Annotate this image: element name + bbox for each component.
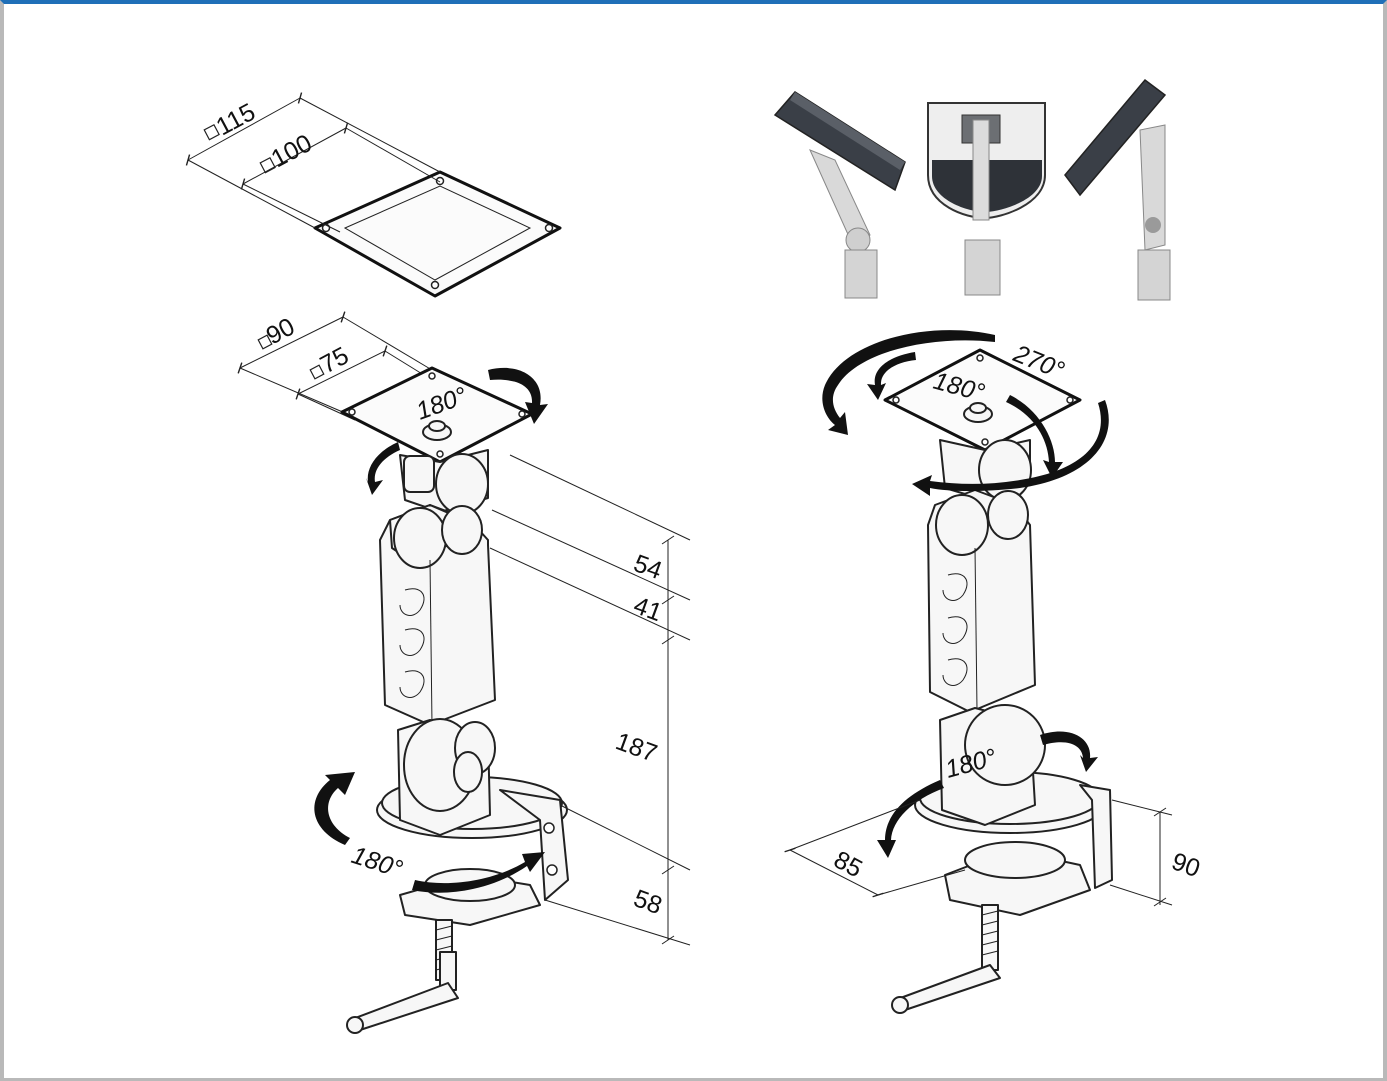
- rotation-arrows-right: [822, 330, 1109, 858]
- base-joint-right: [914, 704, 1106, 834]
- dim-label-90-vesa: 90: [262, 313, 300, 351]
- left-figure: 115 100 90 75: [185, 92, 691, 1034]
- head-joint: [399, 449, 489, 515]
- dim-label-187: 187: [612, 727, 661, 768]
- photo-left-tilted-monitor: [773, 91, 906, 299]
- dim-label-54: 54: [630, 549, 666, 585]
- photo-right-tilted-monitor: [1064, 78, 1171, 301]
- base-joint: [376, 718, 568, 839]
- height-dimensions: [489, 454, 691, 946]
- arm-right: [927, 489, 1036, 713]
- dim-label-85: 85: [829, 846, 867, 884]
- head-joint-right: [939, 439, 1032, 501]
- photo-strip: [773, 78, 1171, 301]
- arm: [379, 504, 496, 726]
- rotation-arrows-left: [314, 367, 548, 893]
- right-figure: 270° 180° 180° 85 90: [784, 330, 1204, 1014]
- dim-label-90-clamp: 90: [1168, 847, 1204, 883]
- head-plate-right: [883, 348, 1082, 452]
- dim-label-58: 58: [630, 884, 666, 920]
- angle-label-base-left: 180°: [348, 841, 406, 884]
- dim-label-75: 75: [316, 342, 354, 380]
- clamp-right: [891, 784, 1113, 1014]
- vesa-plate-large: [313, 170, 562, 298]
- dim-label-41: 41: [630, 591, 666, 627]
- clamp-dimensions: [784, 799, 1173, 907]
- photo-front-view-monitor: [927, 102, 1046, 296]
